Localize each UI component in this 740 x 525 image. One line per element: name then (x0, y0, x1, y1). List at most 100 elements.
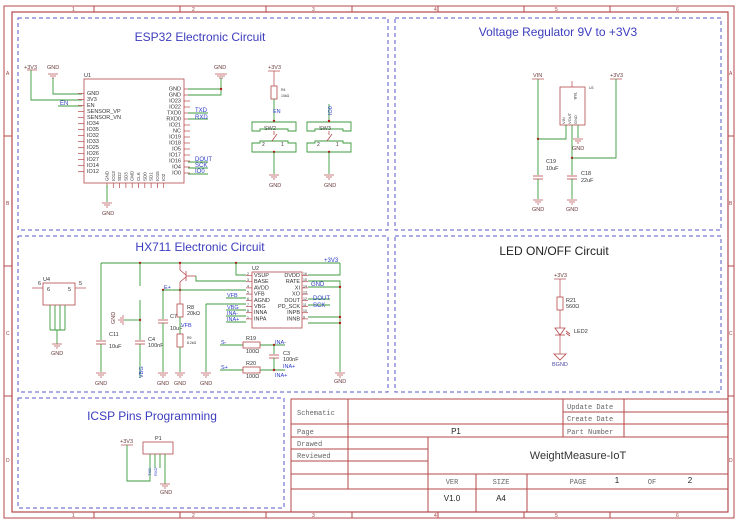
col-label: 4 (434, 513, 437, 519)
u1-pin-label: SENSOR_VN (87, 115, 121, 121)
svg-text:C3: C3 (283, 351, 290, 357)
u1-pin-label: IO23 (169, 99, 181, 105)
row-labels-left: A B C D (6, 71, 10, 464)
junction (338, 285, 342, 289)
svg-text:GND: GND (174, 381, 186, 387)
svg-text:GND: GND (214, 65, 226, 71)
tb-reviewed-label: Reviewed (297, 453, 331, 461)
title-block (290, 398, 729, 513)
u1-pin-label: IO18 (169, 141, 181, 147)
gnd-symbol: GND (200, 372, 212, 387)
u1-pin-label: IO14 (87, 163, 99, 169)
gnd-symbol: GND (95, 372, 107, 387)
p1-header (142, 441, 174, 455)
net-label-txd: TXD (147, 468, 152, 476)
tb-part-number-label: Part Number (567, 429, 613, 437)
col-label: 5 (555, 513, 558, 519)
net-label-vbg: VBG (139, 366, 145, 378)
c11-capacitor: C11 10uF (96, 332, 122, 350)
u2-pin-label: INNA (254, 310, 267, 316)
svg-text:1: 1 (281, 142, 284, 148)
net-label-3v3: +3V3 (324, 258, 339, 264)
u2-pin-label: AGND (254, 298, 270, 304)
u1-pin-label: SENSOR_VP (87, 109, 121, 115)
svg-text:2: 2 (262, 142, 265, 148)
u2-pin-label: DOUT (284, 298, 300, 304)
tb-of-label: OF (648, 479, 656, 487)
u1-pin-label: SD2 (117, 172, 122, 181)
c18-capacitor: C18 22uF (567, 171, 594, 184)
svg-text:C11: C11 (109, 332, 119, 338)
col-label: 2 (192, 7, 195, 13)
col-label: 6 (676, 7, 679, 13)
wire-txd-rxd (188, 112, 208, 120)
net-label-ina-minus: INA- (227, 311, 238, 317)
svg-text:C19: C19 (546, 159, 556, 165)
tb-page-total: 2 (688, 476, 693, 485)
wire-gnd-rail (308, 280, 341, 372)
u1-pin-label: CLK (136, 172, 141, 181)
wire-vin (537, 79, 567, 140)
svg-text:+3V3: +3V3 (120, 439, 133, 445)
tb-size-value: A4 (496, 494, 506, 503)
svg-text:+3V3: +3V3 (268, 65, 281, 71)
hx711-block-border (17, 235, 389, 393)
q1-transistor (179, 263, 196, 290)
wire-gnd-right (188, 78, 222, 90)
svg-text:+3V3: +3V3 (554, 273, 567, 279)
svg-text:TAB: TAB (573, 92, 578, 100)
u2-pin-number: 14 (303, 284, 307, 288)
svg-text:GND: GND (95, 381, 107, 387)
net-label-ina-plus: INA+ (275, 373, 287, 379)
esp32-block-title: ESP32 Electronic Circuit (135, 30, 266, 44)
gnd-symbol: GND (566, 199, 578, 213)
r4-value: 10kΩ (281, 94, 290, 98)
svg-text:VOUT: VOUT (567, 112, 572, 124)
r4-designator: R4 (281, 88, 286, 92)
net-label-dout: DOUT (313, 296, 330, 302)
wire-nets (226, 297, 246, 323)
tb-ver-value: V1.0 (444, 494, 461, 503)
led-block-title: LED ON/OFF Circuit (499, 244, 609, 258)
u1-pin-label: IO12 (87, 169, 99, 175)
u2-pin-label: DVDD (284, 273, 300, 279)
u2-pin-number: 11 (303, 303, 307, 307)
u2-pin-number: 5 (247, 291, 249, 295)
u2-pin-number: 10 (303, 309, 307, 313)
u2-pin-label: VSUP (254, 273, 269, 279)
gnd-symbol: GND (334, 372, 346, 385)
svg-text:GND: GND (566, 207, 578, 213)
u1-pin-label: IO34 (87, 121, 99, 127)
tb-update-date-label: Update Date (567, 404, 613, 412)
svg-text:1: 1 (336, 142, 339, 148)
r9-resistor (176, 333, 184, 348)
u1-pin-label: GND (169, 87, 181, 93)
svg-text:GND: GND (269, 183, 281, 189)
u2-pin-number: 2 (247, 272, 249, 276)
sw3-switch: SW3 2 1 (306, 121, 352, 153)
u3-regulator (559, 86, 586, 126)
u1-pin-label: IO25 (87, 145, 99, 151)
gnd-symbol: GND (269, 174, 281, 189)
net-label-ina-plus: INA+ (283, 364, 295, 370)
u2-pin-label: XI (295, 285, 301, 291)
net-label-rxd: RXD (153, 467, 158, 476)
net-label-io0: IO0 (195, 169, 205, 175)
net-label-s-plus: S+ (221, 365, 228, 371)
net-label-s-minus: S- (221, 340, 227, 346)
power-3v3-symbol: +3V3 (554, 273, 567, 280)
led2-diode (554, 327, 571, 337)
u1-pin-label: IO5 (172, 147, 181, 153)
wire-3v3 (30, 70, 82, 101)
u2-pin-number: 9 (303, 315, 305, 319)
u2-pin-label: VBG (254, 304, 266, 310)
tb-project-name: WeightMeasure-IoT (530, 450, 627, 462)
u2-pin-label: BASE (254, 279, 269, 285)
u2-pin-number: 16 (303, 272, 307, 276)
junction (272, 368, 276, 372)
power-3v3-symbol: +3V3 (610, 73, 623, 80)
tb-page-label: Page (297, 429, 314, 437)
net-label-sck: SCK (313, 303, 325, 309)
svg-text:100nF: 100nF (283, 357, 299, 363)
